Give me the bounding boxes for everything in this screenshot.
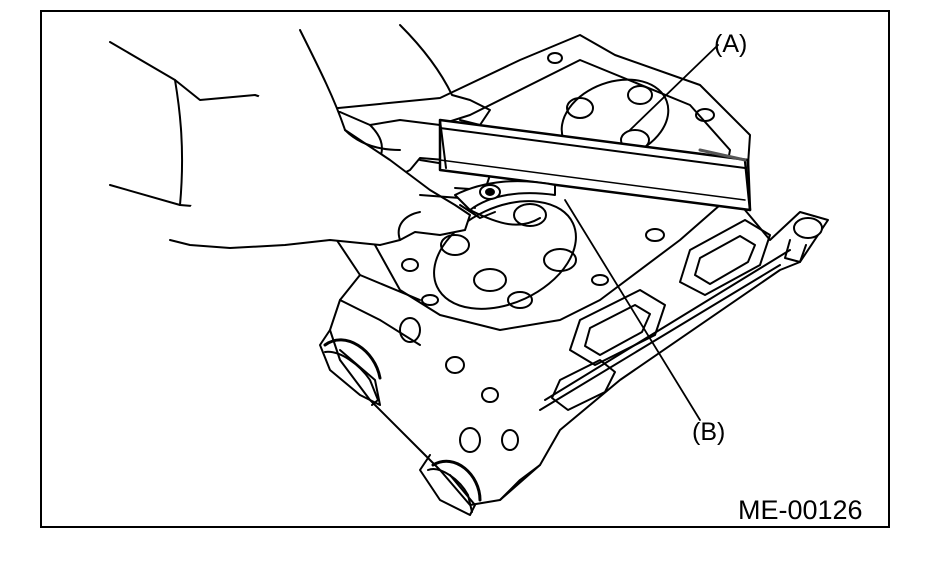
- callout-b: (B): [692, 418, 726, 446]
- figure-id: ME-00126: [738, 495, 863, 525]
- cylinder-head-icon: [317, 34, 829, 516]
- callout-a: (A): [714, 30, 748, 58]
- leader-line-a: [629, 44, 719, 131]
- leader-line-b: [564, 199, 701, 421]
- feeler-gauge-icon: [454, 180, 556, 226]
- straight-edge-icon: [438, 118, 752, 212]
